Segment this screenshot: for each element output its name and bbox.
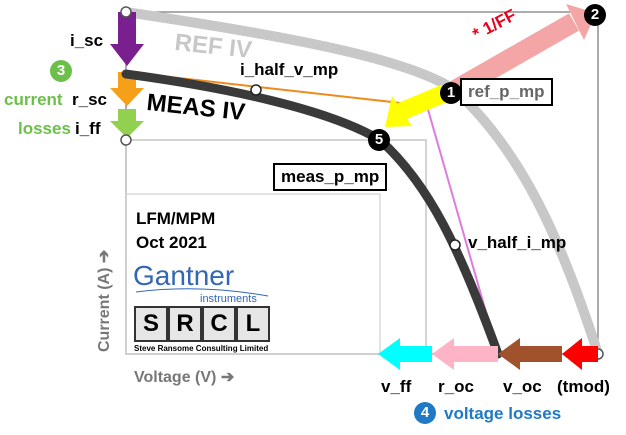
v-ff-arrow-head [378, 338, 400, 370]
badge-3: 3 [50, 60, 72, 82]
r-oc-arrow-shaft [454, 346, 498, 362]
i-sc-arrow-shaft [118, 12, 136, 44]
v-oc-label: v_oc [503, 377, 542, 396]
x-axis-label: Voltage (V) ➔ [134, 367, 234, 387]
gantner-swoosh [135, 288, 269, 297]
badge-2: 2 [584, 4, 606, 26]
v-half-i-mp-point [449, 239, 461, 251]
x-axis-arrow-icon: ➔ [220, 369, 235, 386]
i-ff-arrow-head [110, 121, 144, 138]
info-box-outline [125, 193, 381, 355]
i-ff-point [120, 134, 132, 146]
current-label: current [4, 90, 63, 109]
r-oc-arrow-head [432, 338, 454, 370]
r-sc-label: r_sc [72, 90, 107, 109]
i-sc-arrow-head [110, 44, 144, 66]
ref-to-meas-arrow-head [385, 96, 412, 127]
v-half-i-mp-label: v_half_i_mp [468, 233, 567, 252]
info-line-1: LFM/MPM [136, 209, 216, 228]
srcl-logo: S R C L Steve Ransome Consulting Limited [134, 306, 270, 354]
ref-p-mp-box: ref_p_mp [460, 78, 553, 106]
badge-1: 1 [440, 82, 462, 104]
i-ff-arrow-shaft [118, 109, 136, 121]
r-oc-label: r_oc [438, 377, 474, 396]
tmod-arrow-shaft [582, 346, 598, 362]
tmod-arrow-head [562, 338, 582, 370]
v-ff-arrow-shaft [400, 346, 432, 362]
srcl-letter-s: S [134, 306, 168, 342]
gantner-logo: Gantner [133, 260, 235, 291]
badge-5: 5 [368, 129, 390, 151]
i-sc-point [120, 6, 132, 18]
v-oc-arrow-head [498, 338, 520, 370]
tmod-label: (tmod) [557, 377, 610, 396]
ref-to-meas-arrow-shaft [396, 84, 449, 121]
badge-4: 4 [414, 402, 436, 424]
i-sc-label: i_sc [70, 31, 104, 50]
meas-p-mp-box: meas_p_mp [273, 163, 388, 191]
gantner-sub: instruments [200, 293, 257, 305]
srcl-sub: Steve Ransome Consulting Limited [134, 344, 269, 353]
x-axis-text: Voltage (V) [134, 369, 217, 386]
srcl-letter-r: R [168, 306, 202, 342]
i-half-v-mp-label: i_half_v_mp [240, 60, 339, 79]
losses-label: losses [18, 119, 71, 138]
v-oc-arrow-shaft [520, 346, 562, 362]
i-ff-label: i_ff [75, 119, 101, 138]
info-line-2: Oct 2021 [136, 233, 207, 252]
srcl-letter-c: C [202, 306, 236, 342]
r-sc-arrow-head [110, 88, 144, 106]
v-ff-label: v_ff [381, 377, 412, 396]
voltage-losses-label: voltage losses [444, 404, 562, 423]
y-axis-label: Current (A) ➔ [94, 250, 114, 352]
i-half-v-mp-point [250, 84, 262, 96]
y-axis-arrow-icon: ➔ [96, 249, 113, 264]
srcl-letter-l: L [236, 306, 270, 342]
y-axis-text: Current (A) [96, 267, 113, 352]
